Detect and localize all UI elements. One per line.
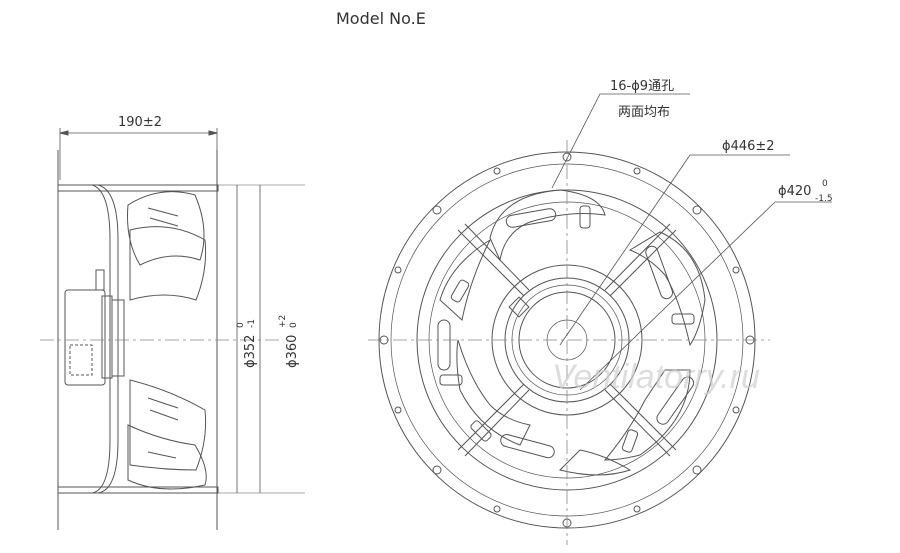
diameter-360-tol-upper: +2 (278, 315, 288, 328)
watermark: Ventilatorry.ru (552, 358, 760, 396)
holes-label: 16-ϕ9通孔 (610, 79, 674, 94)
diameter-360-label: ϕ360 (285, 335, 300, 368)
model-title: Model No.E (336, 9, 426, 28)
inner-diameter-tol-lower: -1.5 (815, 194, 833, 204)
outer-diameter-label: ϕ446±2 (722, 139, 775, 154)
side-view (57, 128, 305, 530)
diameter-360-tol-lower: 0 (289, 322, 299, 328)
inner-diameter-tol-upper: 0 (822, 179, 828, 189)
diameter-352-tol-upper: 0 (236, 322, 246, 328)
holes-note: 两面均布 (618, 105, 670, 120)
width-dimension: 190±2 (118, 115, 162, 130)
diameter-352-label: ϕ352 (243, 335, 258, 368)
diameter-352-tol-lower: -1 (247, 319, 257, 328)
inner-diameter-label: ϕ420 (778, 184, 811, 199)
